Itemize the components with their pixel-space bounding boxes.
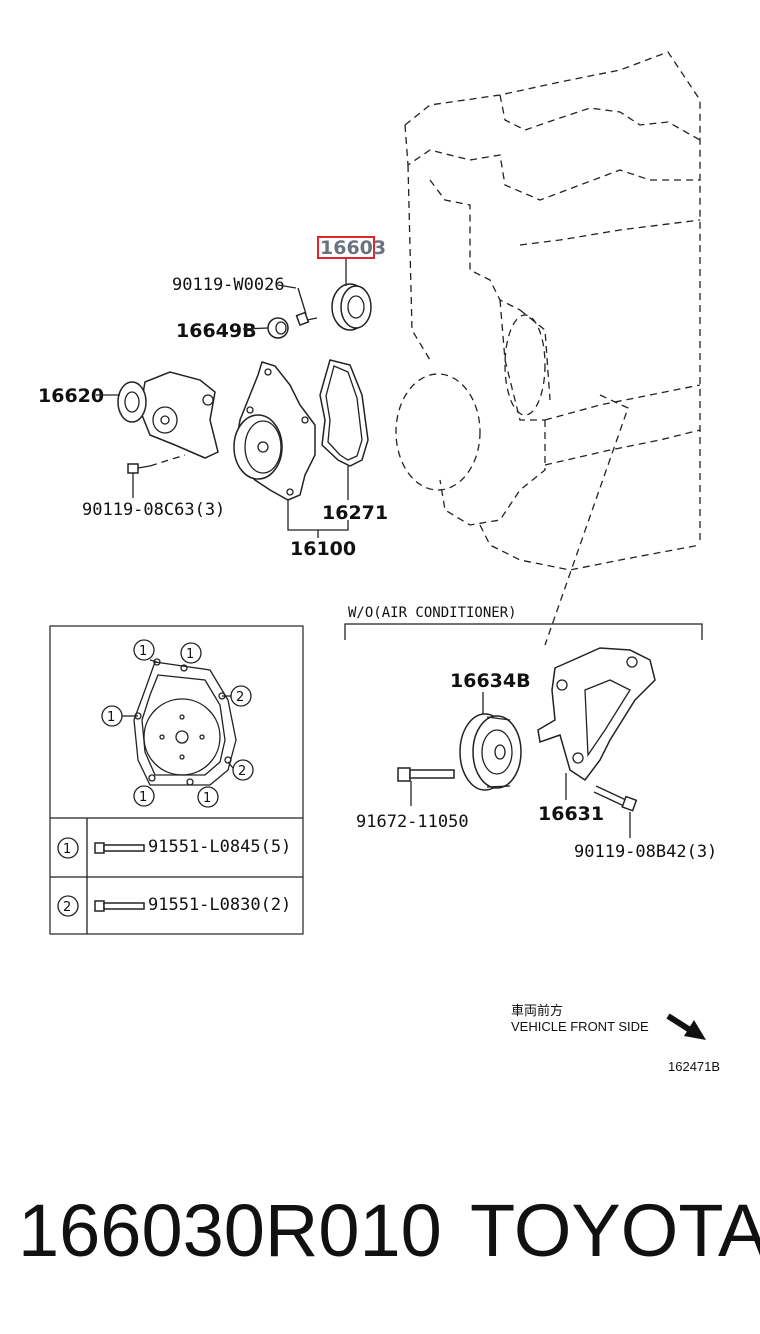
brand-name: TOYOTA	[470, 1189, 760, 1272]
gasket-16271[interactable]	[319, 359, 369, 467]
svg-text:1: 1	[139, 790, 147, 805]
bolt-callout: 1	[101, 705, 123, 727]
label-16631[interactable]: 16631	[538, 803, 604, 825]
bolt-callout: 1	[180, 642, 202, 664]
highlight-box-16603	[317, 236, 375, 259]
label-16603[interactable]: 16603	[320, 237, 386, 259]
label-wo-ac: W/O(AIR CONDITIONER)	[348, 605, 517, 621]
svg-text:91551-L0830(2): 91551-L0830(2)	[148, 895, 291, 915]
svg-text:1: 1	[63, 842, 71, 857]
illustration-code: 162471B	[668, 1059, 720, 1074]
label-16649B[interactable]: 16649B	[176, 320, 257, 342]
engine-block-outline	[395, 51, 701, 646]
bolt-callout: 1	[197, 786, 219, 808]
bolt-90119-W0026[interactable]	[295, 287, 318, 327]
label-16634B[interactable]: 16634B	[450, 670, 531, 692]
label-90119-08B42[interactable]: 90119-08B42(3)	[574, 842, 717, 862]
direction-english: VEHICLE FRONT SIDE	[511, 1019, 649, 1034]
wo-ac-bracket	[344, 623, 703, 640]
svg-text:1: 1	[107, 710, 115, 725]
svg-text:2: 2	[238, 764, 246, 779]
bolt-callout: 2	[232, 759, 254, 781]
svg-text:1: 1	[139, 644, 147, 659]
bolt-table: 1 1 1 2 1 2 1	[49, 625, 304, 935]
arrow-icon	[666, 1013, 706, 1040]
bolt-icon	[94, 900, 145, 912]
svg-text:1: 1	[203, 791, 211, 806]
bolt-callout: 1	[133, 785, 155, 807]
cap-16649B[interactable]	[267, 317, 289, 339]
tensioner-16620[interactable]	[117, 371, 219, 459]
water-pump-16100[interactable]	[233, 361, 316, 501]
bolt-icon	[94, 842, 145, 854]
svg-text:2: 2	[63, 900, 71, 915]
bolt-callout: 1	[133, 639, 155, 661]
table-row: 2 91551-L0830(2)	[57, 895, 291, 917]
bolt-91672-11050[interactable]	[397, 767, 455, 806]
svg-text:2: 2	[236, 690, 244, 705]
water-pump-bolt-pattern	[133, 658, 237, 786]
bracket-16631[interactable]	[537, 647, 656, 782]
table-row: 1 91551-L0845(5)	[57, 837, 291, 859]
direction-japanese: 車両前方	[511, 1003, 563, 1018]
label-16620[interactable]: 16620	[38, 385, 104, 407]
bolt-callout: 2	[230, 685, 252, 707]
pulley-16634B[interactable]	[459, 713, 522, 791]
label-91672-11050[interactable]: 91672-11050	[356, 812, 469, 832]
svg-text:1: 1	[186, 647, 194, 662]
bolt-90119-08C63[interactable]	[127, 454, 186, 498]
svg-text:91551-L0845(5): 91551-L0845(5)	[148, 837, 291, 857]
label-90119-W0026[interactable]: 90119-W0026	[172, 275, 285, 295]
label-16100[interactable]: 16100	[290, 538, 356, 560]
part-number: 166030R010	[18, 1189, 442, 1272]
label-90119-08C63[interactable]: 90119-08C63(3)	[82, 500, 225, 520]
label-16271[interactable]: 16271	[322, 502, 388, 524]
bolt-90119-08B42[interactable]	[593, 785, 638, 838]
idler-pulley-16603[interactable]	[331, 258, 372, 331]
